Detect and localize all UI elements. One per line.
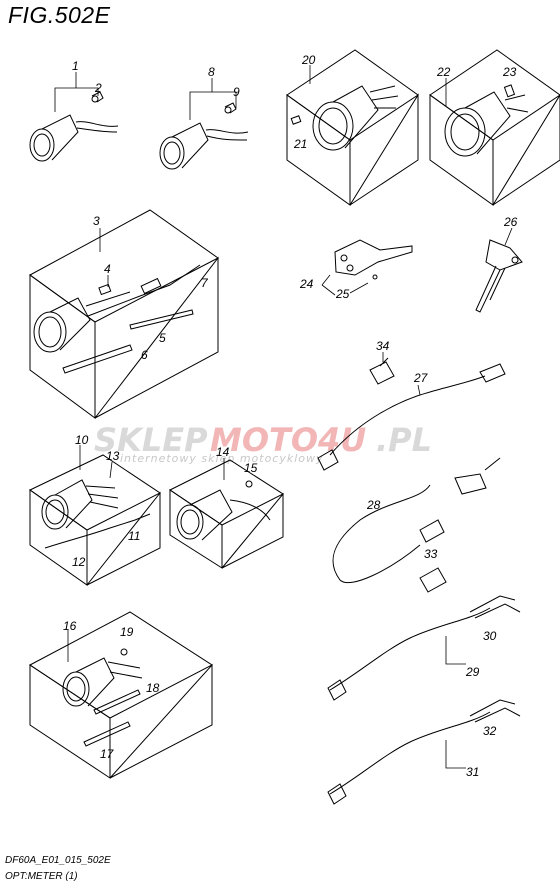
callout-18: 18	[146, 681, 160, 695]
callout-34: 34	[376, 339, 390, 353]
harness-29	[327, 595, 521, 701]
bracket-24	[334, 239, 413, 280]
group-box-16	[29, 611, 213, 779]
callout-6: 6	[141, 348, 148, 362]
callout-11: 11	[128, 529, 140, 543]
callout-20: 20	[301, 53, 316, 67]
watermark-text-c: 4U	[317, 421, 366, 459]
callout-22: 22	[436, 65, 451, 79]
callout-33: 33	[424, 547, 438, 561]
callout-10: 10	[75, 433, 89, 447]
callout-1: 1	[72, 59, 79, 73]
callout-31: 31	[466, 765, 479, 779]
callout-28: 28	[366, 498, 381, 512]
meter-20	[290, 85, 399, 151]
callout-16: 16	[63, 619, 77, 633]
callout-labels: 1 2 3 4 5 6 7 8 9 10 11 12 13 14 15 16 1…	[63, 53, 518, 779]
callout-15: 15	[244, 461, 258, 475]
callout-23: 23	[502, 65, 517, 79]
cable-28	[332, 457, 501, 584]
harness-31	[327, 699, 521, 805]
connector-33	[419, 567, 447, 593]
meter-14	[176, 480, 271, 541]
watermark-text-a: SKLEP	[94, 421, 208, 459]
callout-7: 7	[201, 276, 209, 290]
callout-9: 9	[233, 85, 240, 99]
group-box-14	[169, 459, 285, 569]
callout-25: 25	[335, 287, 350, 301]
group-box-22	[429, 49, 560, 206]
figure-subtitle: OPT:METER (1)	[5, 871, 78, 882]
meter-8	[159, 102, 249, 170]
group-box-10	[29, 454, 161, 586]
figure-code: DF60A_E01_015_502E	[5, 855, 111, 866]
callout-17: 17	[100, 747, 115, 761]
callout-3: 3	[93, 214, 100, 228]
bracket-26	[475, 239, 523, 313]
group-box-20	[286, 49, 419, 206]
meter-3	[33, 264, 201, 374]
callout-14: 14	[216, 445, 230, 459]
callout-13: 13	[106, 449, 120, 463]
callout-24: 24	[299, 277, 314, 291]
callout-5: 5	[159, 331, 166, 345]
leader-lines	[54, 65, 513, 769]
callout-2: 2	[94, 81, 102, 95]
callout-30: 30	[483, 629, 497, 643]
meter-1	[29, 91, 119, 162]
callout-4: 4	[104, 262, 111, 276]
meter-22	[444, 84, 529, 157]
callout-8: 8	[208, 65, 215, 79]
meter-10	[41, 479, 151, 549]
watermark-tagline: internetowy sklep motocyklowy	[120, 452, 324, 465]
cable-27	[317, 363, 506, 471]
connector-34	[369, 357, 395, 385]
callout-21: 21	[293, 137, 307, 151]
group-box-3	[29, 209, 219, 419]
callout-12: 12	[72, 555, 86, 569]
callout-19: 19	[120, 625, 134, 639]
watermark: SKLEP MOTO 4U .PL internetowy sklep moto…	[94, 421, 432, 465]
callout-29: 29	[465, 665, 480, 679]
callout-32: 32	[483, 724, 497, 738]
meter-16	[62, 648, 143, 747]
callout-27: 27	[413, 371, 429, 385]
watermark-text-b: MOTO	[210, 421, 318, 459]
figure-title: FIG.502E	[8, 2, 111, 28]
callout-26: 26	[503, 215, 518, 229]
watermark-text-d: .PL	[376, 421, 432, 459]
